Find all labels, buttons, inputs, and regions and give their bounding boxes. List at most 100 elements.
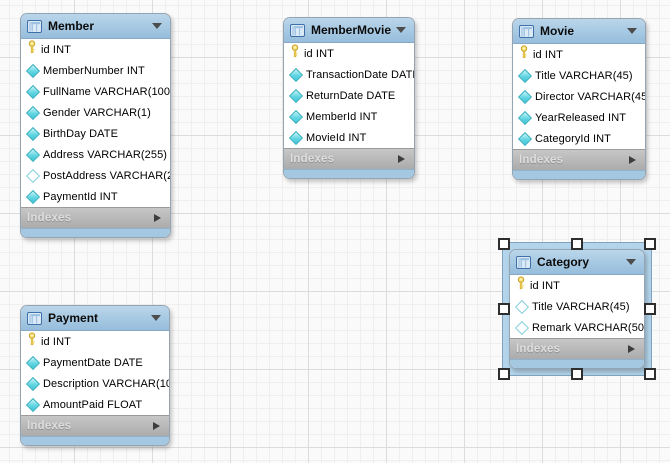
indexes-label: Indexes	[519, 154, 564, 166]
indexes-footer[interactable]: Indexes	[510, 338, 644, 359]
column-label: MovieId INT	[306, 131, 367, 144]
table-header[interactable]: Movie	[513, 19, 645, 44]
table-title: Member	[48, 19, 95, 33]
diamond-filled-icon	[25, 355, 41, 370]
indexes-arrow-icon	[153, 422, 160, 430]
diamond-filled-icon	[25, 397, 41, 412]
key-icon	[27, 40, 37, 59]
column-label: TransactionDate DATE	[306, 68, 415, 81]
column-label: ReturnDate DATE	[306, 89, 396, 102]
table-header[interactable]: Payment	[21, 306, 169, 331]
column-id[interactable]: id INT	[513, 44, 645, 65]
selection-handle[interactable]	[498, 238, 510, 250]
column-memberid[interactable]: MemberId INT	[284, 106, 414, 127]
column-paymentdate[interactable]: PaymentDate DATE	[21, 352, 169, 373]
column-amountpaid[interactable]: AmountPaid FLOAT	[21, 394, 169, 415]
column-label: PaymentDate DATE	[43, 356, 143, 369]
column-categoryid[interactable]: CategoryId INT	[513, 128, 645, 149]
column-membernumber[interactable]: MemberNumber INT	[21, 60, 170, 81]
indexes-footer[interactable]: Indexes	[21, 415, 169, 436]
column-id[interactable]: id INT	[21, 331, 169, 352]
diamond-filled-icon	[288, 88, 304, 103]
column-movieid[interactable]: MovieId INT	[284, 127, 414, 148]
collapse-arrow-icon[interactable]	[627, 28, 637, 34]
diamond-filled-icon	[25, 147, 41, 162]
collapse-arrow-icon[interactable]	[626, 259, 636, 265]
column-id[interactable]: id INT	[21, 39, 170, 60]
selection-handle[interactable]	[571, 368, 583, 380]
column-description[interactable]: Description VARCHAR(100)	[21, 373, 169, 394]
column-yearreleased[interactable]: YearReleased INT	[513, 107, 645, 128]
indexes-arrow-icon	[398, 155, 405, 163]
table-icon	[519, 24, 534, 38]
column-label: AmountPaid FLOAT	[43, 398, 143, 411]
column-label: BirthDay DATE	[43, 127, 119, 140]
column-id[interactable]: id INT	[510, 275, 644, 296]
column-birthday[interactable]: BirthDay DATE	[21, 123, 170, 144]
collapse-arrow-icon[interactable]	[151, 315, 161, 321]
column-title[interactable]: Title VARCHAR(45)	[510, 296, 644, 317]
key-icon	[290, 44, 300, 63]
table-icon	[516, 255, 531, 269]
column-gender[interactable]: Gender VARCHAR(1)	[21, 102, 170, 123]
key-icon	[519, 45, 529, 64]
column-title[interactable]: Title VARCHAR(45)	[513, 65, 645, 86]
diamond-filled-icon	[25, 105, 41, 120]
selection-handle[interactable]	[498, 303, 510, 315]
table-bottom-bar	[510, 359, 644, 368]
indexes-label: Indexes	[290, 153, 335, 165]
selection-handle[interactable]	[571, 238, 583, 250]
diamond-filled-icon	[517, 110, 533, 125]
indexes-label: Indexes	[516, 343, 561, 355]
collapse-arrow-icon[interactable]	[396, 27, 406, 33]
column-label: Description VARCHAR(100)	[43, 377, 170, 390]
table-title: Movie	[540, 24, 575, 38]
column-remark[interactable]: Remark VARCHAR(500)	[510, 317, 644, 338]
diamond-hollow-icon	[514, 299, 530, 314]
collapse-arrow-icon[interactable]	[152, 23, 162, 29]
indexes-label: Indexes	[27, 420, 72, 432]
column-fullname[interactable]: FullName VARCHAR(100)	[21, 81, 170, 102]
column-label: Title VARCHAR(45)	[532, 300, 630, 313]
indexes-arrow-icon	[628, 345, 635, 353]
column-postaddress[interactable]: PostAddress VARCHAR(255)	[21, 165, 170, 186]
table-columns: id INT Title VARCHAR(45) Remark VARCHAR(50…	[510, 275, 644, 338]
table-bottom-bar	[284, 169, 414, 178]
column-label: PostAddress VARCHAR(255)	[43, 169, 170, 182]
column-address[interactable]: Address VARCHAR(255)	[21, 144, 170, 165]
diamond-filled-icon	[517, 89, 533, 104]
column-returndate[interactable]: ReturnDate DATE	[284, 85, 414, 106]
column-paymentid[interactable]: PaymentId INT	[21, 186, 170, 207]
table-header[interactable]: Member	[21, 14, 170, 39]
selection-handle[interactable]	[644, 368, 656, 380]
indexes-footer[interactable]: Indexes	[284, 148, 414, 169]
column-label: Director VARCHAR(45)	[535, 90, 646, 103]
column-id[interactable]: id INT	[284, 43, 414, 64]
column-label: MemberId INT	[306, 110, 378, 123]
diamond-filled-icon	[517, 68, 533, 83]
indexes-footer[interactable]: Indexes	[513, 149, 645, 170]
table-header[interactable]: Category	[510, 250, 644, 275]
column-director[interactable]: Director VARCHAR(45)	[513, 86, 645, 107]
selection-handle[interactable]	[644, 238, 656, 250]
column-label: id INT	[530, 279, 560, 292]
table-title: Category	[537, 255, 590, 269]
diamond-hollow-icon	[514, 320, 530, 335]
table-header[interactable]: MemberMovie	[284, 18, 414, 43]
key-icon	[516, 276, 526, 295]
selection-handle[interactable]	[644, 303, 656, 315]
column-label: id INT	[41, 43, 71, 56]
diamond-filled-icon	[25, 63, 41, 78]
column-label: Gender VARCHAR(1)	[43, 106, 151, 119]
selection-handle[interactable]	[498, 368, 510, 380]
table-category[interactable]: Category id INT Title VARCHAR(45) Remark VA…	[498, 238, 656, 380]
column-transactiondate[interactable]: TransactionDate DATE	[284, 64, 414, 85]
indexes-footer[interactable]: Indexes	[21, 207, 170, 228]
